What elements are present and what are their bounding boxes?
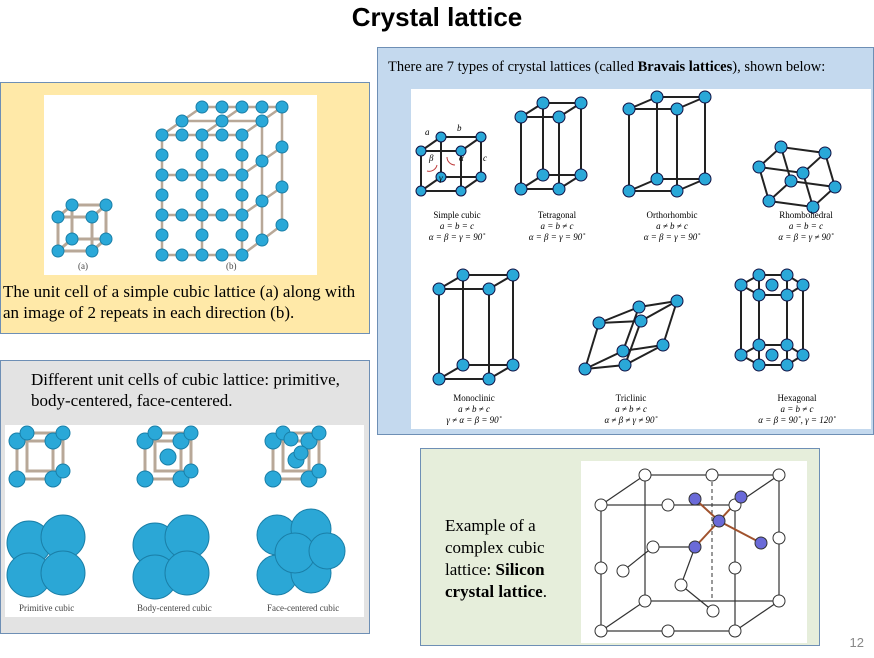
axis-label-a: a [425,127,430,137]
silicon-figure [581,461,807,643]
axis-label-beta: β [428,153,434,163]
axis-label-gamma: γ [439,173,443,183]
cubic-cells-figure: Primitive cubic Body-centered cubic Face… [5,425,364,617]
page-number: 12 [849,635,864,650]
label-primitive-cubic: Primitive cubic [19,603,75,613]
bravais-lattices-image: a b c α β γ [415,90,842,386]
bravais-term: Bravais lattices [637,59,733,75]
simple-cubic-figure: (a) (b) [44,95,317,275]
simple-cubic-caption: The unit cell of a simple cubic lattice … [3,282,356,322]
bravais-intro: There are 7 types of crystal lattices (c… [388,59,826,75]
page-title: Crystal lattice [351,2,523,32]
axis-label-b: b [457,123,462,133]
silicon-text: Example of a complex cubic lattice: Sili… [445,516,547,601]
cubic-cells-image [6,425,346,600]
bravais-box: There are 7 types of crystal lattices (c… [377,47,874,435]
silicon-term: Silicon crystal lattice [445,560,545,601]
simple-cubic-box: (a) (b) The unit cell of a simple cubic … [0,82,370,334]
label-face-centered-cubic: Face-centered cubic [267,603,340,613]
axis-label-c: c [483,153,487,163]
silicon-box: Example of a complex cubic lattice: Sili… [420,448,820,646]
silicon-lattice-image [594,468,786,638]
axis-label-alpha: α [459,153,464,163]
label-body-centered-cubic: Body-centered cubic [137,603,212,613]
label-b: (b) [226,261,237,271]
label-a: (a) [78,261,88,271]
simple-cubic-lattice-image [51,100,289,262]
cubic-cells-box: Different unit cells of cubic lattice: p… [0,360,370,634]
cubic-cells-heading: Different unit cells of cubic lattice: p… [31,370,340,410]
